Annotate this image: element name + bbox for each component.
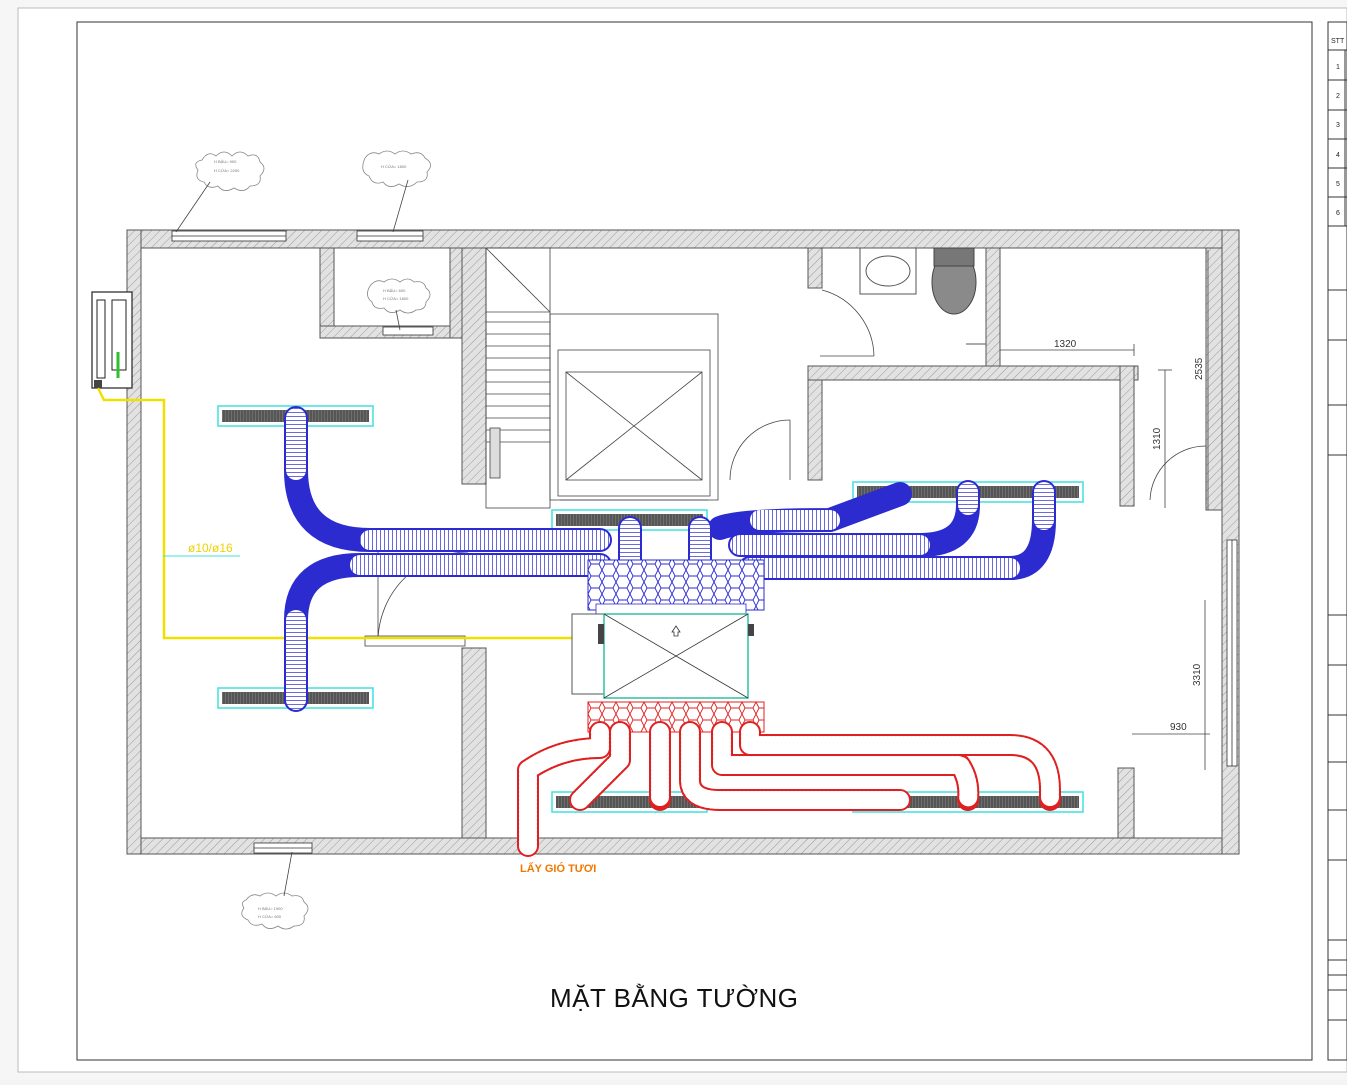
supply-ducts [284,406,1056,712]
cloud-note-line: H BẬU= 600 [383,288,406,293]
dimension-3310: 3310 [1192,663,1203,686]
elevator-shaft [549,313,791,501]
note-cloud-1: H BẬU= 900 H CỬA= 2200 [175,151,265,233]
cloud-note-line: H BẬU= 1900 [258,906,283,911]
title-block-row: 1 [1336,64,1340,71]
cloud-note-line: H CỬA= 1800 [383,296,409,301]
note-cloud-3: H BẬU= 600 H CỬA= 1800 [367,278,431,331]
cloud-note-line: H CỬA= 1800 [381,164,407,169]
title-block-row: 5 [1336,181,1340,188]
arrow-up-icon [671,625,681,637]
title-block: STT 1 2 3 4 5 6 [1327,21,1347,1061]
fresh-air-ducts [517,701,1061,857]
note-cloud-4: H BẬU= 1900 H CỬA= 600 [241,851,309,930]
note-cloud-2: H CỬA= 1800 [362,150,431,233]
cloud-note-line: H CỬA= 2200 [214,168,240,173]
title-block-row: 4 [1336,152,1340,159]
windows [171,230,1238,854]
dimension-1320: 1320 [1054,339,1077,350]
ventilation-unit [571,613,754,699]
cloud-note-line: H CỬA= 600 [258,914,282,919]
dimension-930: 930 [1170,722,1187,733]
dimension-1310: 1310 [1152,427,1163,450]
fresh-air-label: LẤY GIÓ TƯƠI [520,862,596,875]
title-block-row: 3 [1336,122,1340,129]
title-block-row: 2 [1336,93,1340,100]
cloud-note-line: H BẬU= 900 [214,159,237,164]
pipe-size-label: ø10/ø16 [188,541,233,555]
drawing-title: MẶT BẰNG TƯỜNG [550,983,798,1013]
outdoor-unit [91,291,133,389]
title-block-row: 6 [1336,210,1340,217]
bathroom-fixtures [859,247,986,345]
title-block-stt: STT [1331,38,1345,45]
dimension-2535: 2535 [1194,357,1205,380]
drawing-frame [76,21,1313,1061]
dimension-lines [1000,250,1210,770]
